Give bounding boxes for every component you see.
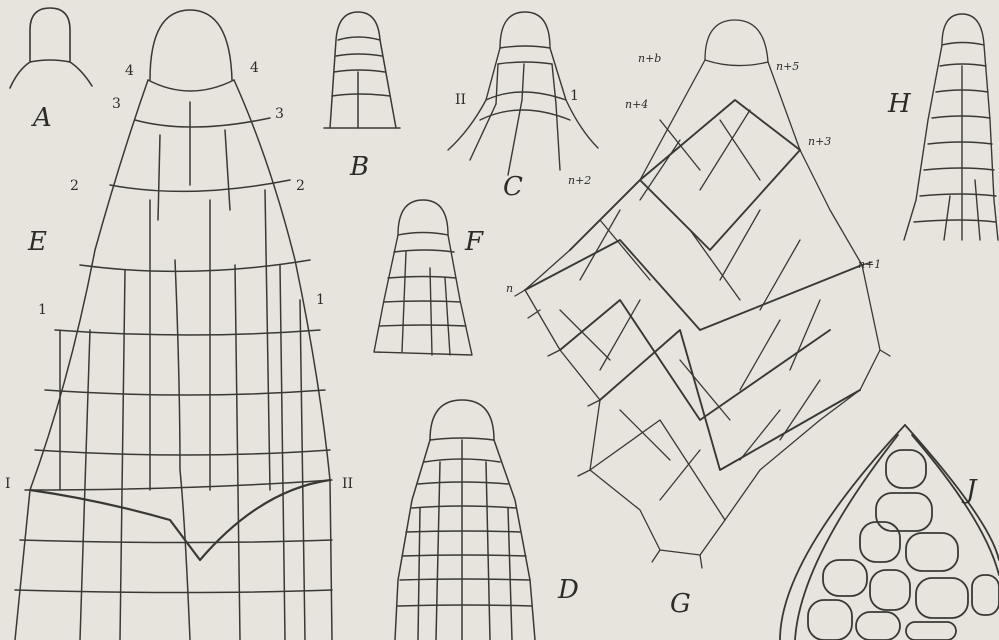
figure-g-label-n-3: n+3	[808, 135, 831, 148]
figure-e-label-4-left: 4	[125, 63, 134, 79]
figure-g-label-n-1: n+1	[858, 258, 881, 271]
figure-h-drawing	[904, 14, 998, 240]
figure-e-label-2-left: 2	[70, 178, 79, 194]
figure-d-drawing	[395, 400, 535, 640]
figure-h-label: H	[887, 89, 912, 119]
figure-e-label-ii: II	[342, 476, 353, 492]
figure-c-label-ii: II	[455, 92, 466, 108]
figure-f-label: F	[464, 227, 484, 257]
figure-e-drawing	[15, 10, 332, 640]
figure-e-label-3-left: 3	[112, 96, 121, 112]
figure-a-drawing	[10, 8, 92, 88]
figure-g-label-n-b: n+b	[638, 52, 661, 65]
figure-e-label-1-left: 1	[38, 302, 47, 318]
figure-e-label-4-right: 4	[250, 60, 259, 76]
figure-d-label: D	[557, 575, 579, 605]
figure-f-drawing	[374, 200, 472, 355]
figure-g-label-n-5: n+5	[776, 60, 799, 73]
figure-e-label-3-right: 3	[275, 106, 284, 122]
figure-c-label-1: 1	[570, 88, 579, 104]
figure-j-drawing	[780, 425, 999, 640]
figure-e-label-i: I	[5, 476, 11, 492]
figure-g-label-n-2: n+2	[568, 174, 591, 187]
figure-e-label: E	[27, 227, 47, 257]
figure-c-label: C	[503, 172, 523, 202]
figure-a-label: A	[31, 103, 52, 133]
figure-g-label: G	[670, 589, 691, 619]
figure-g-label-n-4: n+4	[625, 98, 648, 111]
figure-b-label: B	[349, 152, 369, 182]
figure-e-label-1-right: 1	[316, 292, 325, 308]
figure-g-label-n: n	[506, 282, 513, 295]
figure-e-label-2-right: 2	[296, 178, 305, 194]
figure-b-drawing	[324, 12, 400, 128]
